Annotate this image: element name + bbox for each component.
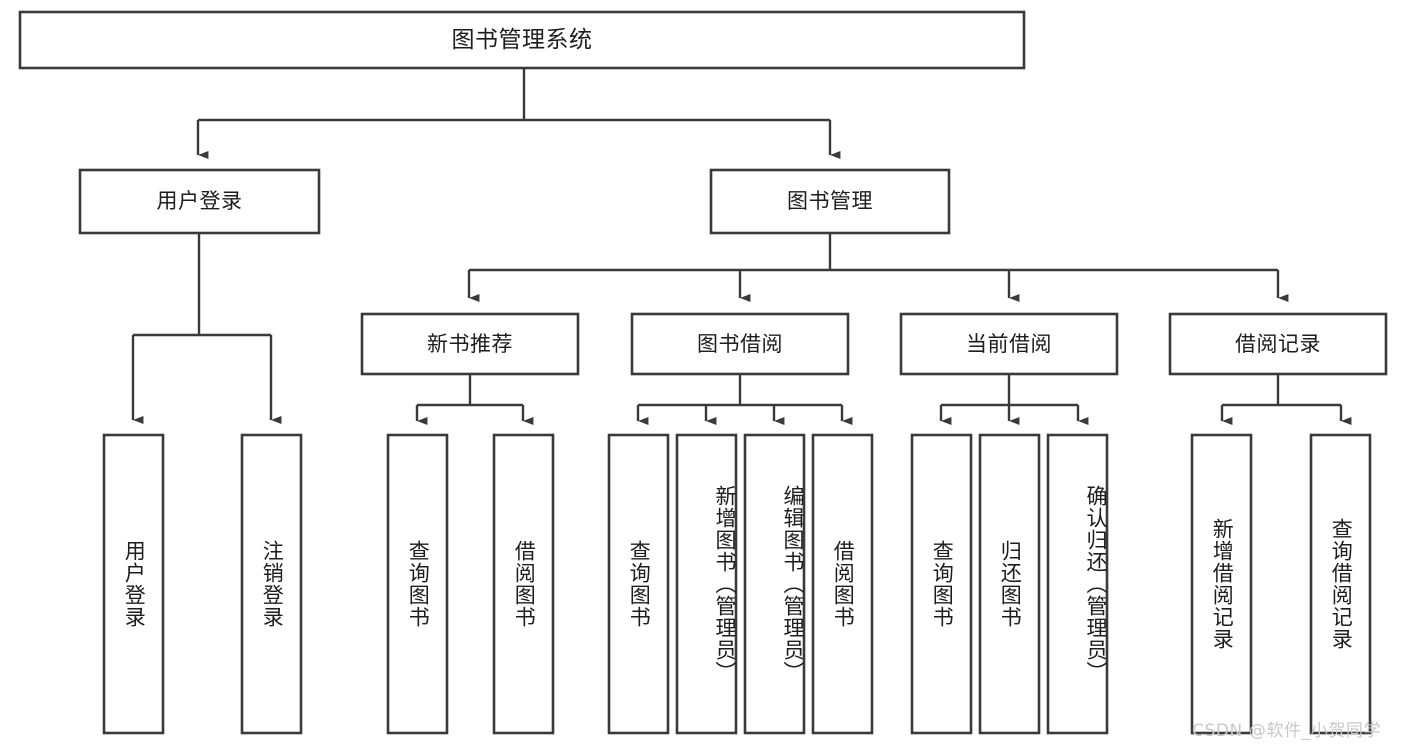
connector-bookmanage-to-level3 — [467, 233, 1289, 302]
node-box-leaf-user-login-1[interactable] — [240, 433, 303, 735]
node-box-leaf-borrow-record-0[interactable] — [1190, 433, 1253, 735]
node-box-user-login[interactable] — [78, 168, 321, 235]
node-box-borrow-record[interactable] — [1168, 312, 1388, 376]
node-box-leaf-new-book-0[interactable] — [386, 433, 449, 735]
node-box-leaf-new-book-1[interactable] — [492, 433, 555, 735]
connector-bookborrow-to-leaves — [636, 374, 853, 425]
node-box-book-borrow[interactable] — [630, 312, 850, 376]
node-box-leaf-book-borrow-3[interactable] — [811, 433, 874, 735]
connector-root-to-level2 — [196, 68, 841, 159]
node-box-leaf-book-borrow-1[interactable] — [675, 433, 738, 735]
node-box-root[interactable] — [18, 10, 1026, 70]
csdn-watermark: CSDN @软件_小贺同学 — [1192, 721, 1382, 741]
connector-currentborrow-to-leaves — [939, 374, 1089, 425]
node-box-current-borrow[interactable] — [899, 312, 1119, 376]
node-box-leaf-current-borrow-1[interactable] — [978, 433, 1041, 735]
connector-newbook-to-leaves — [415, 374, 534, 425]
node-box-new-book-recommend[interactable] — [360, 312, 580, 376]
node-box-book-manage[interactable] — [709, 168, 951, 235]
node-box-leaf-borrow-record-1[interactable] — [1309, 433, 1372, 735]
connector-userlogin-to-leaves — [131, 233, 282, 424]
connector-borrowrecord-to-leaves — [1220, 374, 1352, 425]
node-box-leaf-current-borrow-0[interactable] — [910, 433, 973, 735]
node-box-leaf-book-borrow-2[interactable] — [743, 433, 806, 735]
node-box-leaf-book-borrow-0[interactable] — [607, 433, 670, 735]
node-box-leaf-user-login-0[interactable] — [102, 433, 165, 735]
node-box-leaf-current-borrow-2[interactable] — [1046, 433, 1109, 735]
